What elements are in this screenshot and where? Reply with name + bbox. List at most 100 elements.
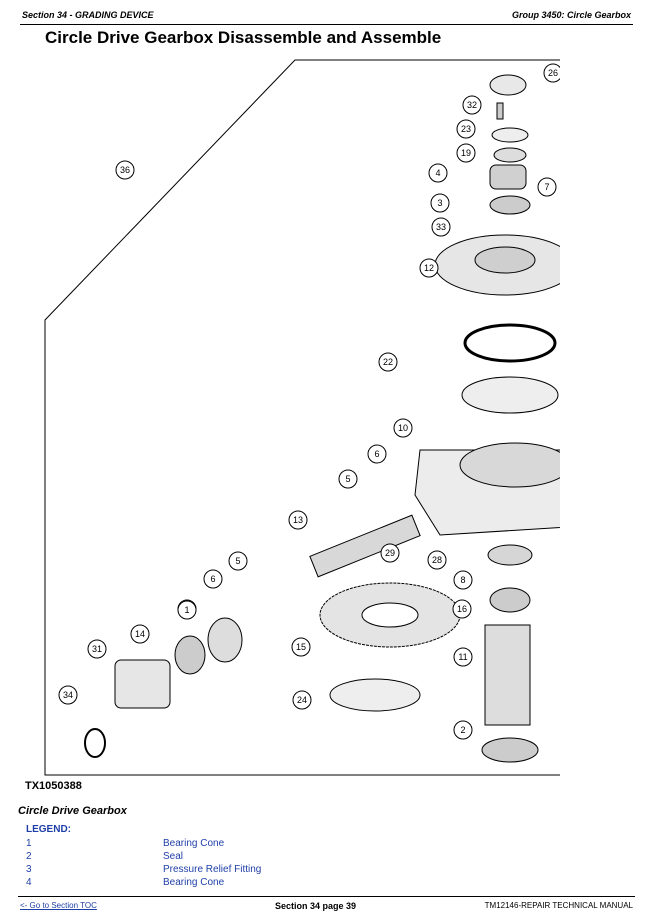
legend-label[interactable]: Seal — [163, 851, 184, 862]
callout-6: 6 — [367, 444, 387, 464]
svg-text:33: 33 — [436, 222, 446, 232]
svg-text:16: 16 — [457, 604, 467, 614]
legend-item: 3 Pressure Relief Fitting — [26, 864, 426, 877]
svg-text:2: 2 — [460, 725, 465, 735]
callout-6: 6 — [203, 569, 223, 589]
callout-2: 2 — [453, 720, 473, 740]
callout-7: 7 — [537, 177, 557, 197]
svg-text:23: 23 — [461, 124, 471, 134]
washer-part — [491, 127, 529, 143]
bolt-part — [496, 102, 504, 120]
page-number: Section 34 page 39 — [275, 901, 357, 911]
svg-text:8: 8 — [460, 575, 465, 585]
figure-caption: Circle Drive Gearbox — [18, 805, 127, 817]
legend-label[interactable]: Bearing Cone — [163, 877, 225, 888]
shim-part — [461, 376, 559, 414]
svg-text:22: 22 — [383, 357, 393, 367]
group-header: Group 3450: Circle Gearbox — [511, 10, 631, 20]
output-shaft-part — [484, 624, 531, 726]
callout-26: 26 — [543, 63, 560, 83]
svg-text:11: 11 — [458, 652, 467, 662]
section-header: Section 34 - GRADING DEVICE — [22, 10, 154, 20]
svg-text:31: 31 — [92, 644, 102, 654]
callout-33: 33 — [431, 217, 451, 237]
legend-item: 2 Seal — [26, 851, 426, 864]
callout-4: 4 — [428, 163, 448, 183]
callout-29: 29 — [380, 543, 400, 563]
callouts: 2632231947332273312369222410383065133930… — [58, 63, 560, 740]
svg-text:28: 28 — [432, 555, 442, 565]
svg-text:4: 4 — [435, 168, 440, 178]
callout-31: 31 — [87, 639, 107, 659]
housing-bore — [459, 442, 560, 488]
callout-24: 24 — [292, 690, 312, 710]
diagram-outline — [44, 59, 560, 776]
legend-item: 4 Bearing Cone — [26, 877, 426, 890]
callout-12: 12 — [419, 258, 439, 278]
callout-16: 16 — [452, 599, 472, 619]
svg-text:19: 19 — [461, 148, 471, 158]
callout-15: 15 — [291, 637, 311, 657]
svg-text:15: 15 — [296, 642, 306, 652]
svg-text:3: 3 — [437, 198, 442, 208]
svg-text:12: 12 — [424, 263, 434, 273]
svg-text:32: 32 — [467, 100, 477, 110]
callout-13: 13 — [288, 510, 308, 530]
header-divider — [20, 24, 633, 25]
svg-text:6: 6 — [374, 449, 379, 459]
figure-id: TX1050388 — [25, 780, 82, 792]
svg-text:7: 7 — [544, 182, 549, 192]
callout-5: 5 — [338, 469, 358, 489]
lower-shim-part — [329, 678, 421, 712]
callout-14: 14 — [130, 624, 150, 644]
callout-28: 28 — [427, 550, 447, 570]
legend-num: 1 — [26, 838, 32, 849]
output-bearing — [489, 587, 531, 613]
legend-num: 4 — [26, 877, 32, 888]
o-ring-part — [463, 323, 557, 363]
flange-bore — [474, 246, 536, 274]
bearing-part — [493, 147, 527, 163]
callout-36: 36 — [115, 160, 135, 180]
callout-23: 23 — [456, 119, 476, 139]
callout-19: 19 — [456, 143, 476, 163]
svg-text:5: 5 — [235, 556, 240, 566]
cup-part — [489, 195, 531, 215]
svg-text:13: 13 — [293, 515, 303, 525]
bearing-cone-part — [489, 164, 527, 190]
end-cover-part — [114, 659, 171, 709]
callout-22: 22 — [378, 352, 398, 372]
legend-title: LEGEND: — [26, 824, 71, 835]
callout-3: 3 — [430, 193, 450, 213]
callout-34: 34 — [58, 685, 78, 705]
seal-left — [174, 635, 206, 675]
svg-text:34: 34 — [63, 690, 73, 700]
section-toc-link[interactable]: <- Go to Section TOC — [20, 901, 97, 910]
svg-text:29: 29 — [385, 548, 395, 558]
pinion-shaft-part — [309, 514, 421, 578]
footer-divider — [18, 896, 635, 897]
callout-1: 1 — [177, 600, 197, 620]
legend-label[interactable]: Pressure Relief Fitting — [163, 864, 262, 875]
svg-text:24: 24 — [297, 695, 307, 705]
legend-item: 1 Bearing Cone — [26, 838, 426, 851]
exploded-gearbox-diagram: 2632231947332273312369222410383065133930… — [44, 59, 560, 776]
svg-text:6: 6 — [210, 574, 215, 584]
legend-num: 3 — [26, 864, 32, 875]
lower-seal — [481, 737, 539, 763]
output-cup — [487, 544, 533, 566]
callout-11: 11 — [453, 647, 473, 667]
svg-text:14: 14 — [135, 629, 145, 639]
callout-32: 32 — [462, 95, 482, 115]
manual-name: TM12146-REPAIR TECHNICAL MANUAL — [484, 901, 633, 910]
legend-label[interactable]: Bearing Cone — [163, 838, 225, 849]
legend-num: 2 — [26, 851, 32, 862]
svg-text:5: 5 — [345, 474, 350, 484]
page-title: Circle Drive Gearbox Disassemble and Ass… — [45, 28, 442, 47]
callout-8: 8 — [453, 570, 473, 590]
o-ring-small — [84, 728, 106, 758]
ring-gear-bore — [361, 602, 419, 628]
bearing-cup-left — [207, 617, 243, 663]
callout-5: 5 — [228, 551, 248, 571]
